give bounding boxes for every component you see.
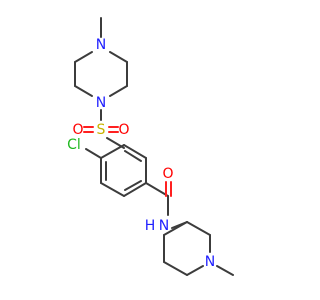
bond-benzene <box>100 182 125 197</box>
atom-oxygen-carbonyl: O <box>162 166 173 182</box>
atom-n-piperazine-top: N <box>96 37 106 53</box>
bond-layer <box>74 17 234 276</box>
atom-sulfur: S <box>97 122 106 138</box>
bond-piperazine <box>109 51 128 63</box>
bond-piperidine <box>186 221 211 236</box>
bond-ring-carbonyl <box>145 182 169 197</box>
bond-piperidine <box>186 265 204 276</box>
bond-piperidine <box>163 261 188 276</box>
bond-piperidine <box>163 221 188 236</box>
bond-benzene-inner <box>124 180 142 191</box>
atom-layer: N N S O O Cl O N H N <box>67 37 215 270</box>
bond-piperazine <box>109 85 128 97</box>
atom-n-piperazine-bottom: N <box>96 95 106 111</box>
atom-n-piperidine: N <box>205 254 215 270</box>
bond-benzene-inner <box>124 150 142 162</box>
bond-benzene <box>123 182 147 197</box>
bond-piperazine <box>74 85 93 97</box>
atom-oxygen-right: O <box>118 122 129 138</box>
atom-h-amide: H <box>145 218 156 234</box>
bond-benzene <box>123 144 147 159</box>
molecule-structure: N N S O O Cl O N H N <box>67 17 234 276</box>
atom-chlorine: Cl <box>67 137 81 153</box>
bond-benzene <box>100 144 125 159</box>
atom-n-amide: N <box>159 218 169 234</box>
atom-oxygen-left: O <box>72 122 83 138</box>
bond-methyl-piperidine <box>216 265 234 276</box>
bond-c-cl <box>85 148 102 159</box>
bond-piperazine <box>74 51 93 63</box>
